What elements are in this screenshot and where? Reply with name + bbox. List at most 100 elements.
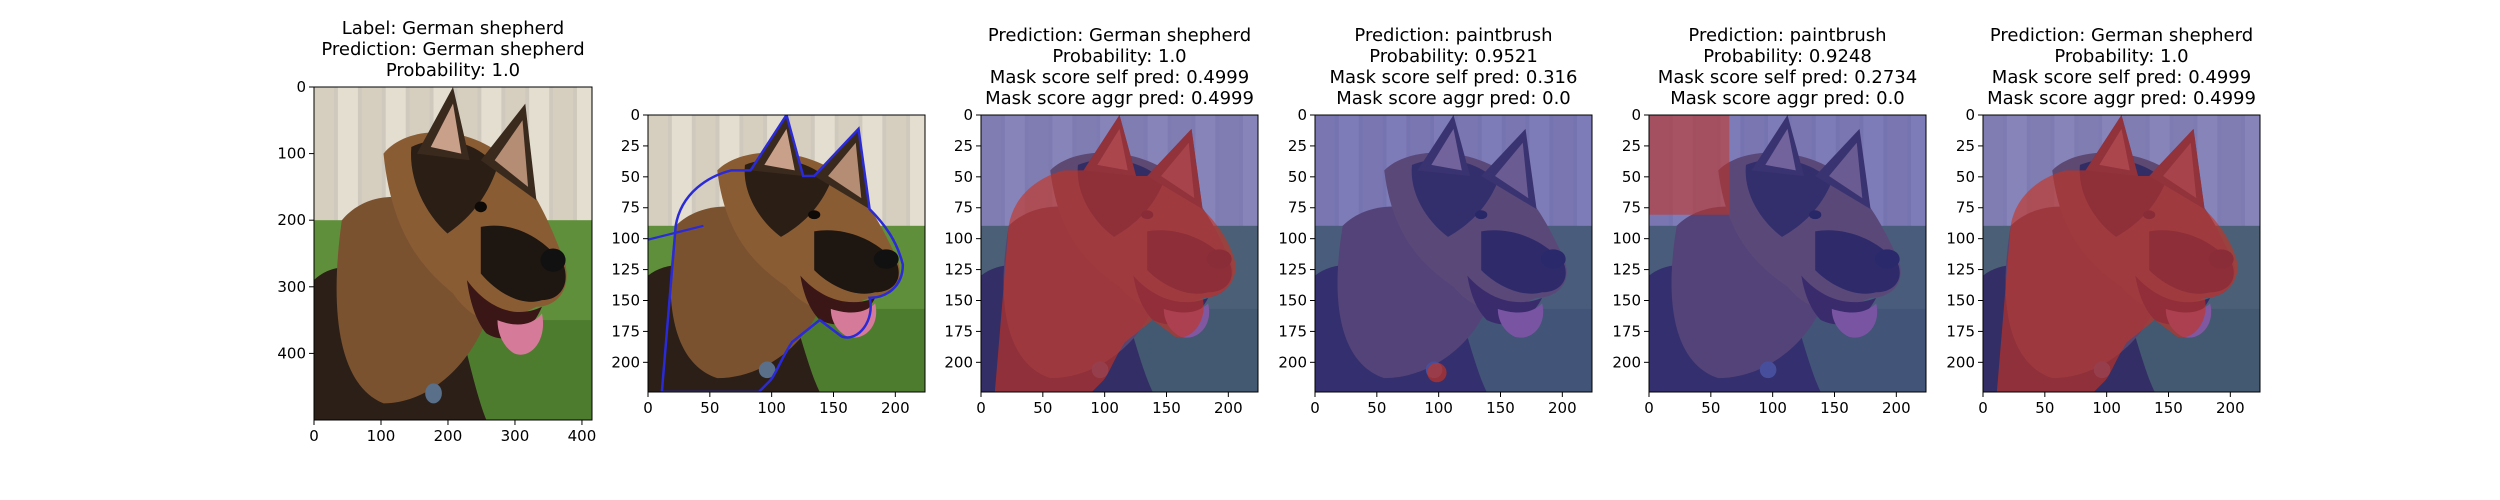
y-tick-label: 125 [944,261,973,279]
y-tick-label: 50 [1956,168,1975,186]
x-tick-label: 0 [1978,399,1988,417]
panel-title-line: Probability: 0.9521 [1369,46,1538,67]
dog-tongue [830,303,877,338]
y-tick-label: 100 [944,230,973,248]
fence-slat [576,87,592,241]
panel-title-line: Prediction: paintbrush [1354,25,1553,46]
x-tick-label: 50 [1033,399,1052,417]
dog-nose [540,248,566,272]
x-tick-label: 150 [2154,399,2183,417]
y-tick-label: 200 [611,353,640,371]
axes-frame [1648,114,1927,393]
x-tick-label: 150 [1152,399,1181,417]
x-tick-label: 50 [700,399,719,417]
x-tick-label: 0 [1644,399,1654,417]
x-tick-label: 400 [568,427,597,445]
y-tick-label: 75 [954,199,973,217]
panel-title-line: Prediction: German shepherd [1989,25,2254,46]
panel-title-line: Mask score aggr pred: 0.4999 [1987,88,2256,109]
fence-slat [671,115,692,243]
mask-overlay-object [994,115,1236,392]
y-tick-label: 75 [1622,199,1641,217]
y-tick-label: 175 [611,322,640,340]
mask-overlay-background [1315,115,1592,392]
panel-image [314,87,592,420]
mask-contour-left [648,224,704,241]
y-tick-label: 175 [1946,322,1975,340]
x-tick-label: 50 [1367,399,1386,417]
mask-overlay-object [1649,115,1730,215]
fence-slat [886,115,907,243]
x-tick-label: 200 [1882,399,1911,417]
x-tick-label: 150 [1486,399,1515,417]
fence-slat [648,115,668,243]
x-tick-label: 100 [2092,399,2121,417]
panel-title-line: Prediction: paintbrush [1688,25,1887,46]
y-tick-label: 150 [1946,291,1975,309]
y-tick-label: 0 [963,106,973,124]
panel-image [981,115,1258,392]
y-tick-label: 25 [621,137,640,155]
fence-slat [910,115,925,243]
panel-title-line: Probability: 1.0 [1052,46,1187,67]
panel-title-line: Mask score self pred: 0.4999 [989,67,1250,88]
y-tick-label: 50 [1288,168,1307,186]
panel-title-line: Mask score self pred: 0.4999 [1991,67,2252,88]
y-tick-label: 200 [944,353,973,371]
panel-title-line: Mask score aggr pred: 0.0 [1670,88,1905,109]
collar-tag [425,383,442,404]
panel-title-line: Probability: 1.0 [385,60,521,81]
dog-ear-left-inner [764,128,795,171]
dog-ear-left-inner [430,103,462,154]
panel-title-line: Mask score self pred: 0.2734 [1657,67,1918,88]
y-tick-label: 25 [1956,137,1975,155]
mask-overlay-object [1996,115,2238,392]
y-tick-label: 400 [277,344,306,362]
y-tick-label: 125 [1612,261,1641,279]
x-tick-label: 100 [757,399,786,417]
x-tick-label: 100 [1424,399,1453,417]
y-tick-label: 125 [1278,261,1307,279]
dog-eye [474,201,487,213]
y-tick-label: 150 [1278,291,1307,309]
y-tick-label: 175 [944,322,973,340]
y-tick-label: 175 [1278,322,1307,340]
y-tick-label: 150 [944,291,973,309]
y-tick-label: 150 [611,291,640,309]
x-tick-label: 50 [1701,399,1720,417]
dog-ear-right-inner [494,120,529,187]
y-tick-label: 200 [1946,353,1975,371]
axes-frame [647,114,926,393]
panel-title-line: Mask score aggr pred: 0.4999 [985,88,1254,109]
x-tick-label: 0 [643,399,653,417]
y-tick-label: 0 [1631,106,1641,124]
panel-title-line: Mask score self pred: 0.316 [1329,67,1578,88]
y-tick-label: 0 [296,78,306,96]
fence-slat [314,87,335,241]
x-tick-label: 0 [309,427,319,445]
x-tick-label: 50 [2035,399,2054,417]
panel-title-line: Prediction: German shepherd [321,39,585,60]
y-tick-label: 0 [1965,106,1975,124]
dog-mouth [800,275,876,325]
y-tick-label: 200 [1612,353,1641,371]
x-tick-label: 0 [1310,399,1320,417]
panel-title-line: Label: German shepherd [341,18,565,39]
dog-eye [808,210,821,220]
y-tick-label: 200 [1278,353,1307,371]
x-tick-label: 150 [1820,399,1849,417]
y-tick-label: 25 [954,137,973,155]
y-tick-label: 25 [1288,137,1307,155]
y-tick-label: 100 [1946,230,1975,248]
y-tick-label: 125 [1946,261,1975,279]
collar-tag [758,361,776,379]
axes-frame [313,86,593,421]
